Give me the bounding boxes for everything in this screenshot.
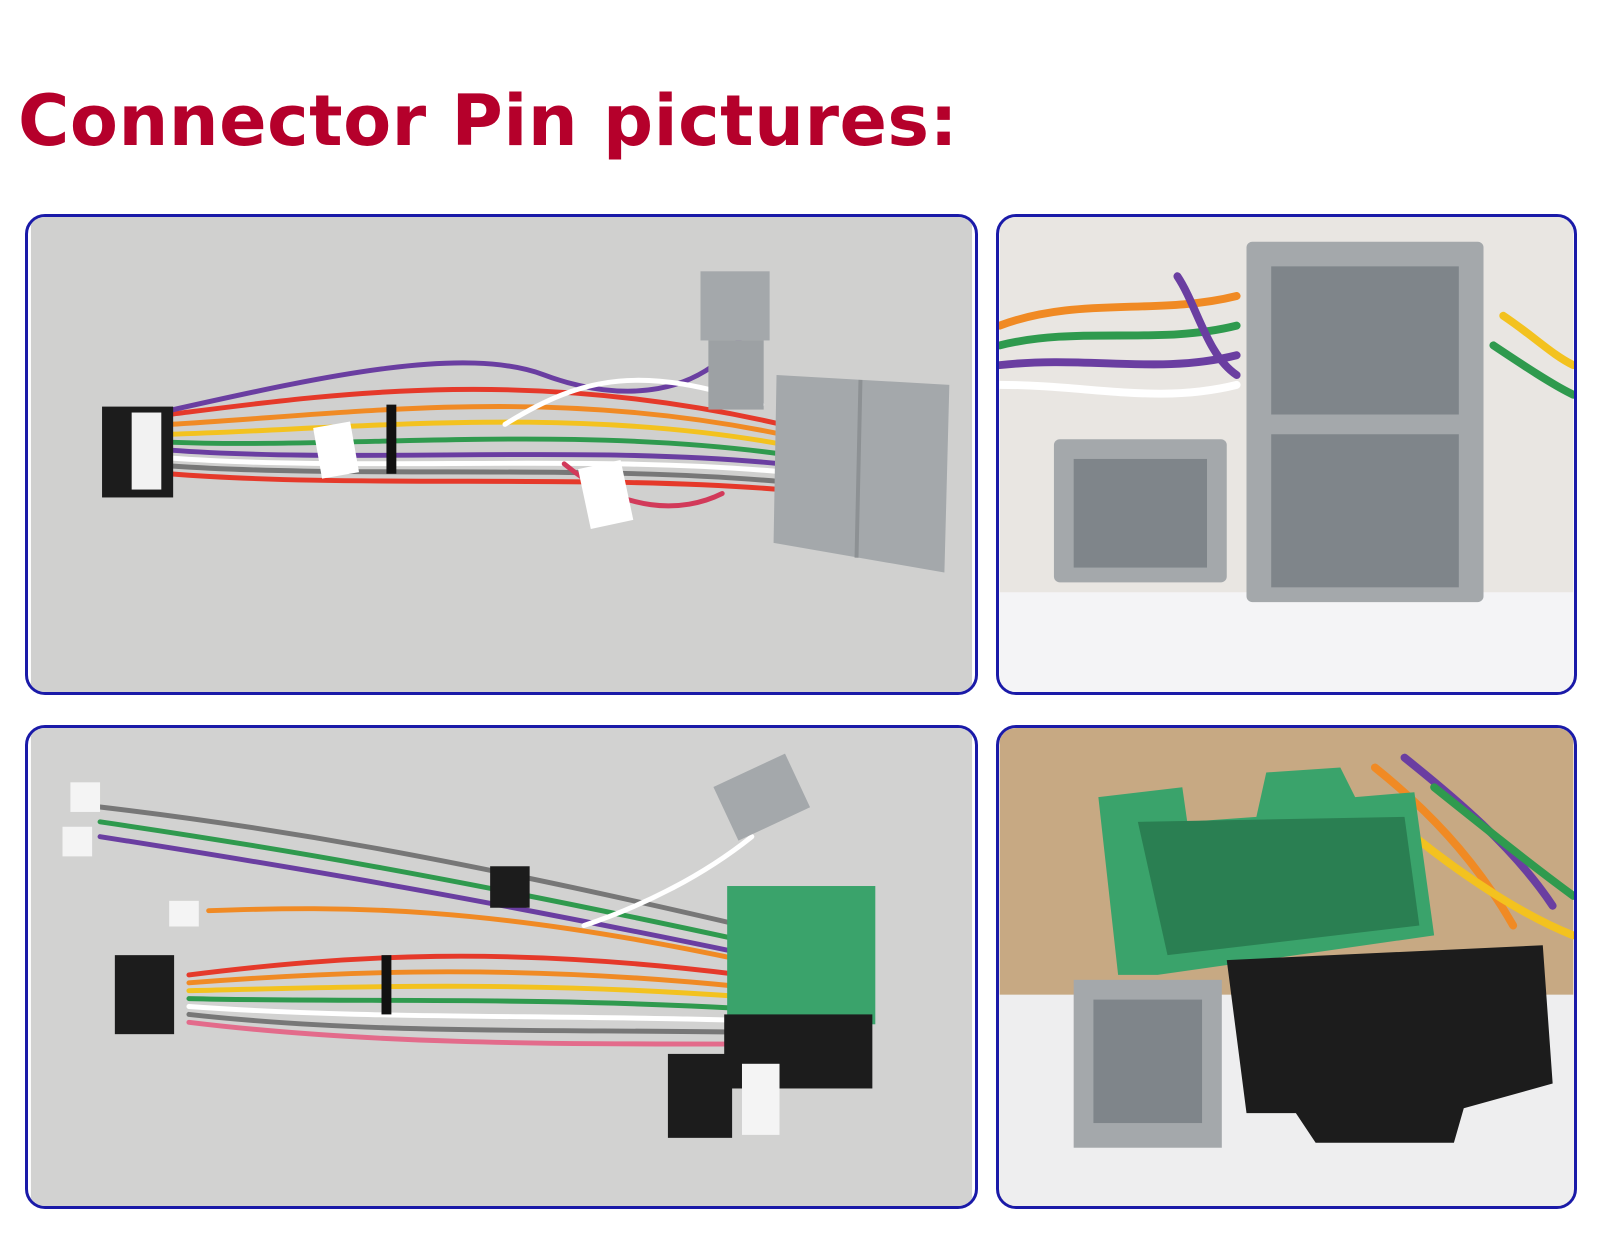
wire-harness-photo-icon <box>30 217 973 692</box>
green-connector-icon <box>727 886 876 1025</box>
connector-closeup-panel-1 <box>996 214 1577 695</box>
grey-connector-icon <box>773 375 950 573</box>
grey-connector-icon <box>700 271 770 341</box>
connector-closeup-panel-2 <box>996 725 1577 1209</box>
page-title: Connector Pin pictures: <box>18 80 959 162</box>
harness-photo-panel-1 <box>25 214 978 695</box>
black-connector-icon <box>114 955 175 1035</box>
harness-photo-panel-2 <box>25 725 978 1209</box>
grey-connector-closeup-photo-icon <box>999 217 1574 692</box>
black-connector-icon <box>1226 945 1553 1143</box>
wire-harness-photo-icon <box>30 728 973 1206</box>
green-black-connector-closeup-photo-icon <box>999 728 1574 1206</box>
grey-connector-icon <box>713 753 811 841</box>
